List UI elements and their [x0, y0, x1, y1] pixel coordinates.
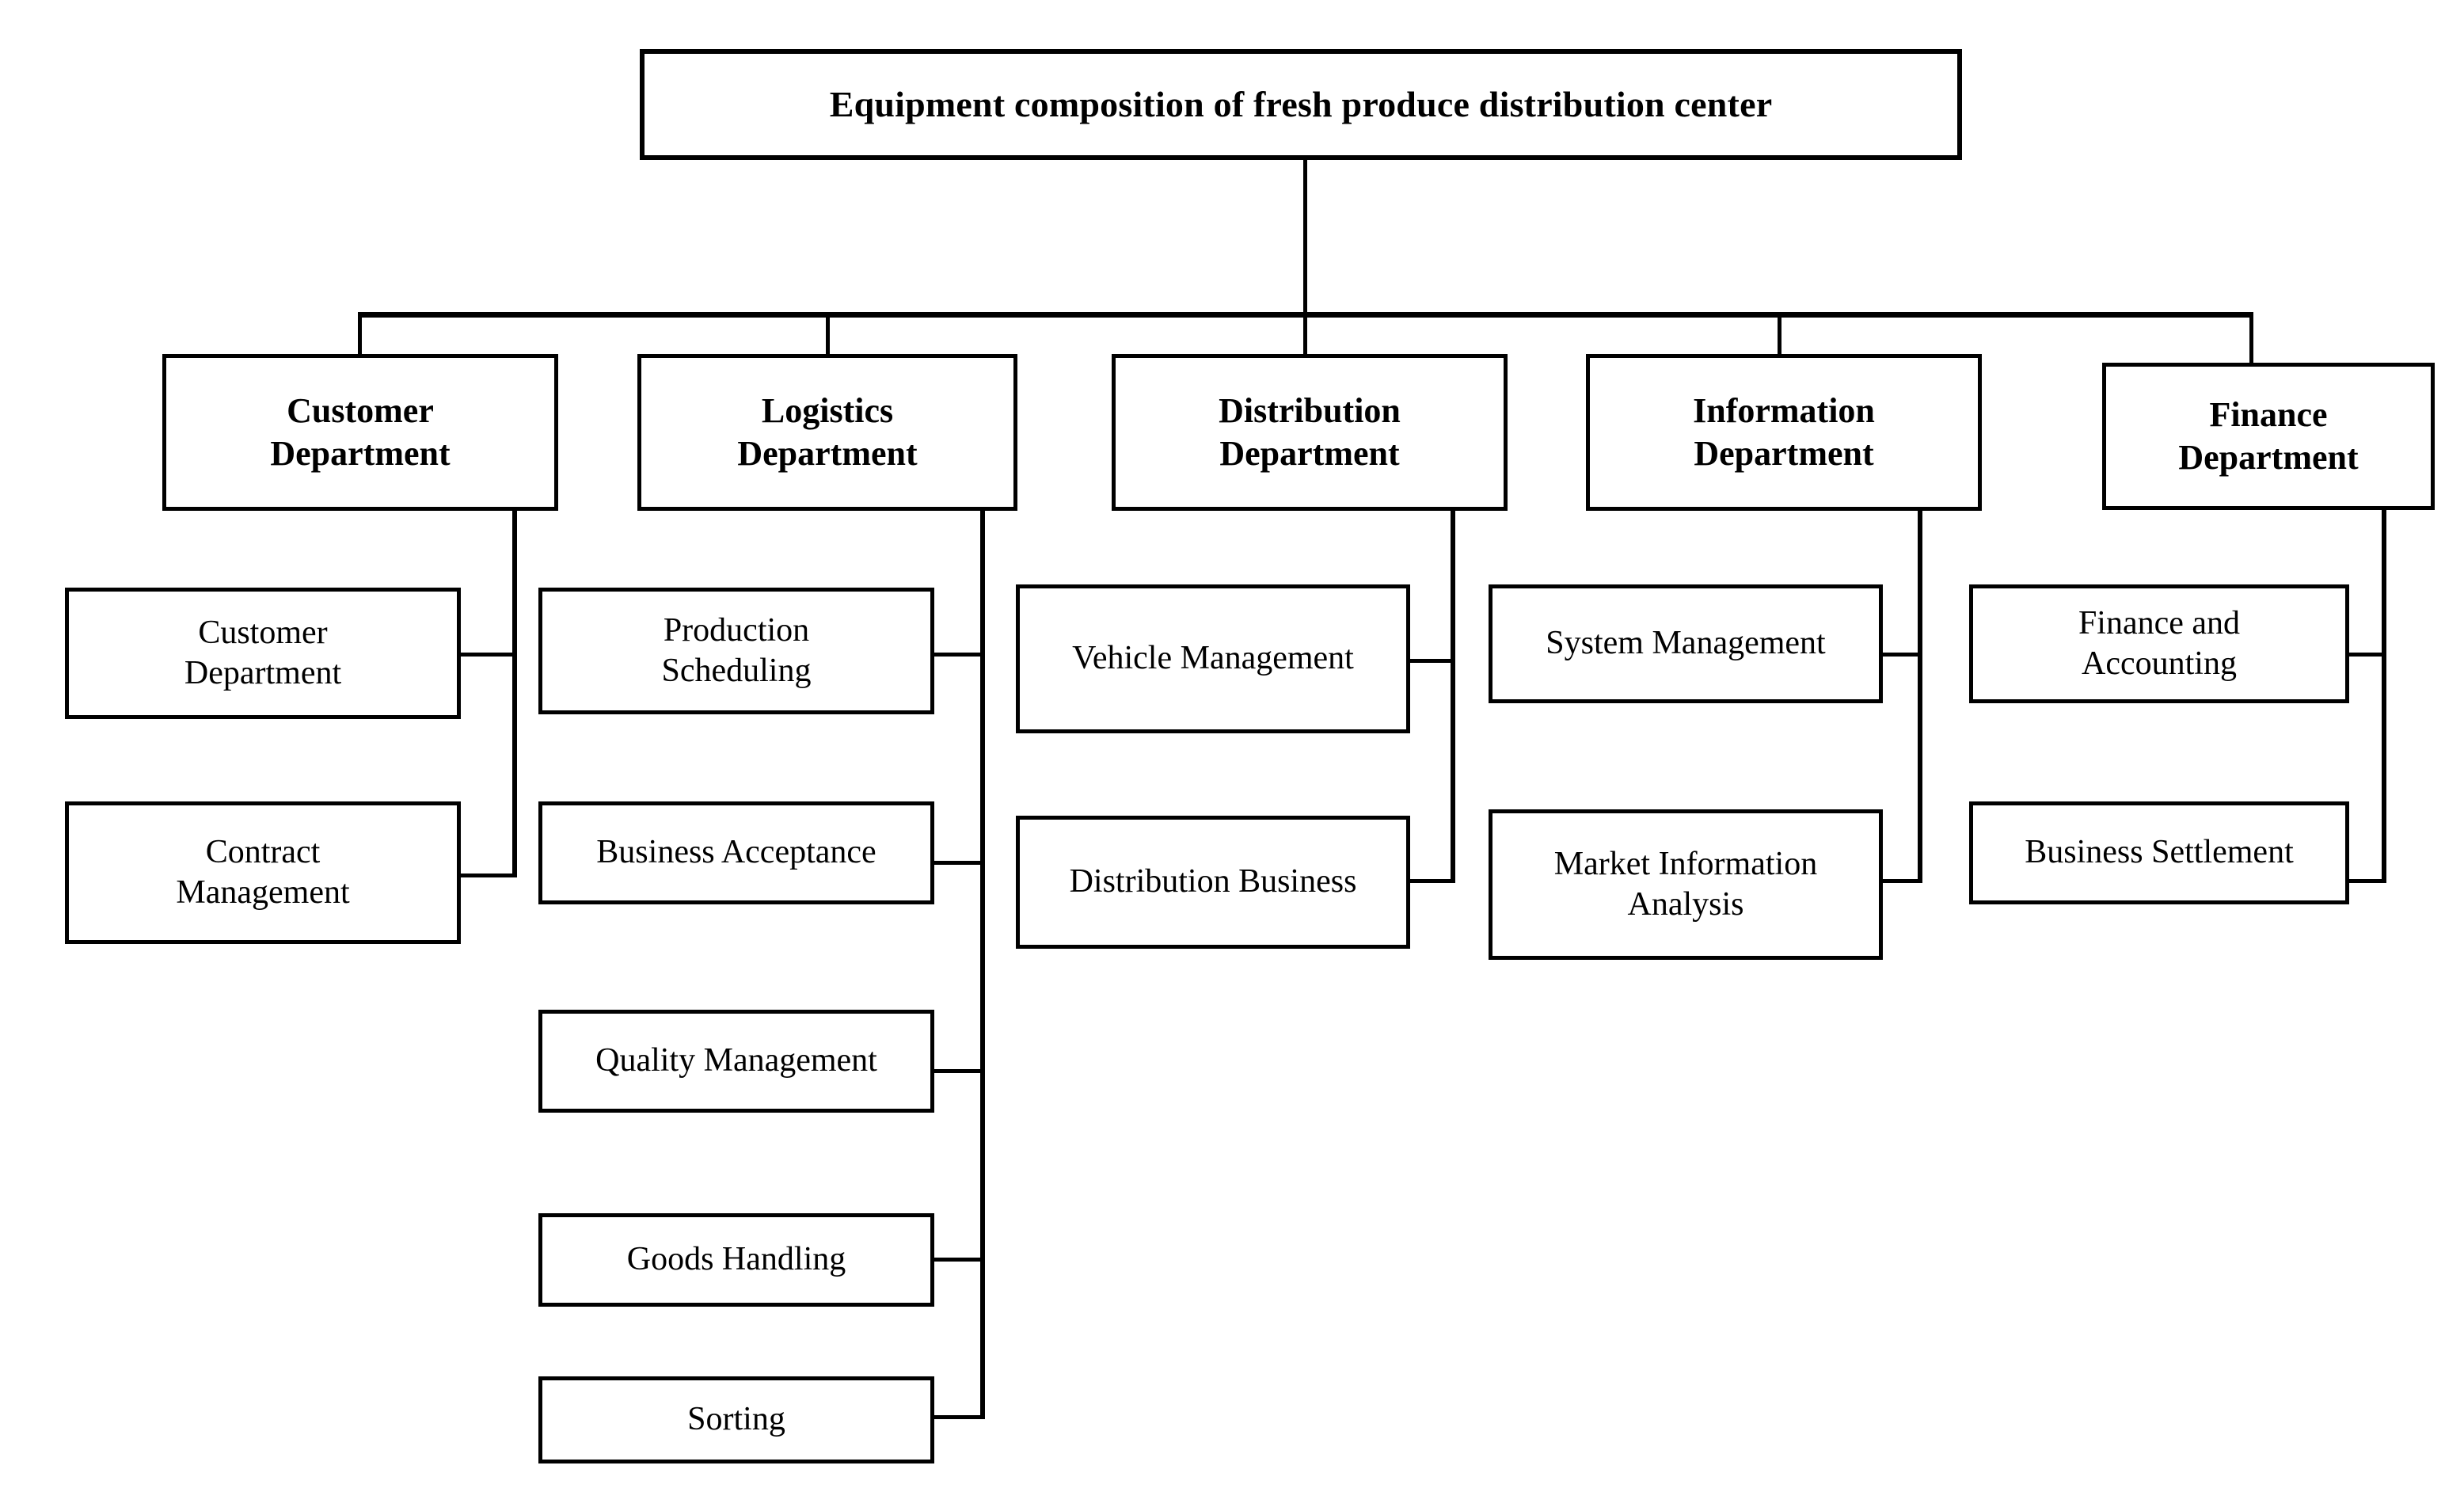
drop-connector-logistics: [826, 312, 830, 358]
stub-connector-distribution-child-0: [1408, 659, 1453, 663]
stub-connector-customer-child-1: [461, 874, 515, 877]
leaf-label-business-settlement: Business Settlement: [2025, 834, 2294, 871]
department-label-logistics: Logistics Department: [737, 391, 918, 473]
leaf-node-system-management: System Management: [1489, 584, 1883, 703]
leaf-label-system-management: System Management: [1546, 625, 1826, 662]
leaf-node-finance-and-accounting: Finance and Accounting: [1969, 584, 2349, 703]
leaf-node-sorting: Sorting: [538, 1376, 934, 1463]
department-node-distribution: Distribution Department: [1112, 354, 1508, 511]
trunk-connector-logistics: [980, 507, 985, 1419]
leaf-node-market-information-analysis: Market Information Analysis: [1489, 809, 1883, 960]
leaf-label-customer-department: Customer Department: [184, 614, 342, 691]
stub-connector-distribution-child-1: [1408, 879, 1453, 883]
leaf-node-distribution-business: Distribution Business: [1016, 816, 1410, 949]
leaf-node-business-acceptance: Business Acceptance: [538, 801, 934, 904]
stub-connector-finance-child-1: [2345, 879, 2386, 883]
leaf-label-quality-management: Quality Management: [595, 1042, 877, 1079]
leaf-label-business-acceptance: Business Acceptance: [596, 834, 876, 871]
leaf-label-finance-and-accounting: Finance and Accounting: [2078, 604, 2241, 682]
department-node-information: Information Department: [1586, 354, 1982, 511]
stub-connector-logistics-child-1: [933, 861, 983, 865]
department-label-information: Information Department: [1693, 391, 1875, 473]
leaf-label-production-scheduling: Production Scheduling: [661, 611, 812, 689]
stub-connector-logistics-child-4: [933, 1415, 983, 1419]
leaf-node-contract-management: Contract Management: [65, 801, 461, 944]
root-node-title: Equipment composition of fresh produce d…: [640, 49, 1962, 160]
department-node-finance: Finance Department: [2102, 363, 2435, 510]
trunk-connector-customer: [512, 507, 517, 877]
stub-connector-information-child-1: [1880, 879, 1922, 883]
leaf-node-quality-management: Quality Management: [538, 1010, 934, 1113]
stub-connector-information-child-0: [1880, 653, 1922, 657]
stub-connector-finance-child-0: [2345, 653, 2386, 657]
stub-connector-logistics-child-3: [933, 1258, 983, 1262]
leaf-node-vehicle-management: Vehicle Management: [1016, 584, 1410, 733]
stub-connector-customer-child-0: [461, 653, 515, 657]
stub-connector-logistics-child-2: [933, 1069, 983, 1073]
leaf-label-market-information-analysis: Market Information Analysis: [1553, 845, 1818, 923]
stub-connector-logistics-child-0: [933, 653, 983, 657]
trunk-connector-distribution: [1451, 507, 1455, 883]
leaf-label-sorting: Sorting: [687, 1401, 785, 1438]
leaf-node-goods-handling: Goods Handling: [538, 1213, 934, 1307]
leaf-label-contract-management: Contract Management: [176, 833, 350, 911]
department-node-logistics: Logistics Department: [637, 354, 1017, 511]
leaf-node-production-scheduling: Production Scheduling: [538, 588, 934, 714]
department-node-customer: Customer Department: [162, 354, 558, 511]
leaf-node-business-settlement: Business Settlement: [1969, 801, 2349, 904]
leaf-label-vehicle-management: Vehicle Management: [1072, 640, 1354, 677]
drop-connector-customer: [358, 312, 362, 358]
leaf-label-goods-handling: Goods Handling: [626, 1241, 846, 1278]
leaf-label-distribution-business: Distribution Business: [1069, 863, 1357, 900]
department-label-customer: Customer Department: [270, 391, 451, 473]
drop-connector-finance: [2249, 312, 2253, 364]
root-node-label: Equipment composition of fresh produce d…: [829, 83, 1773, 124]
trunk-connector-information: [1918, 507, 1922, 883]
drop-connector-distribution: [1303, 312, 1307, 358]
trunk-connector-finance: [2382, 507, 2386, 883]
department-label-finance: Finance Department: [2178, 395, 2359, 477]
root-stem-connector: [1303, 160, 1307, 317]
drop-connector-information: [1778, 312, 1781, 358]
department-label-distribution: Distribution Department: [1219, 391, 1401, 473]
leaf-node-customer-department: Customer Department: [65, 588, 461, 719]
